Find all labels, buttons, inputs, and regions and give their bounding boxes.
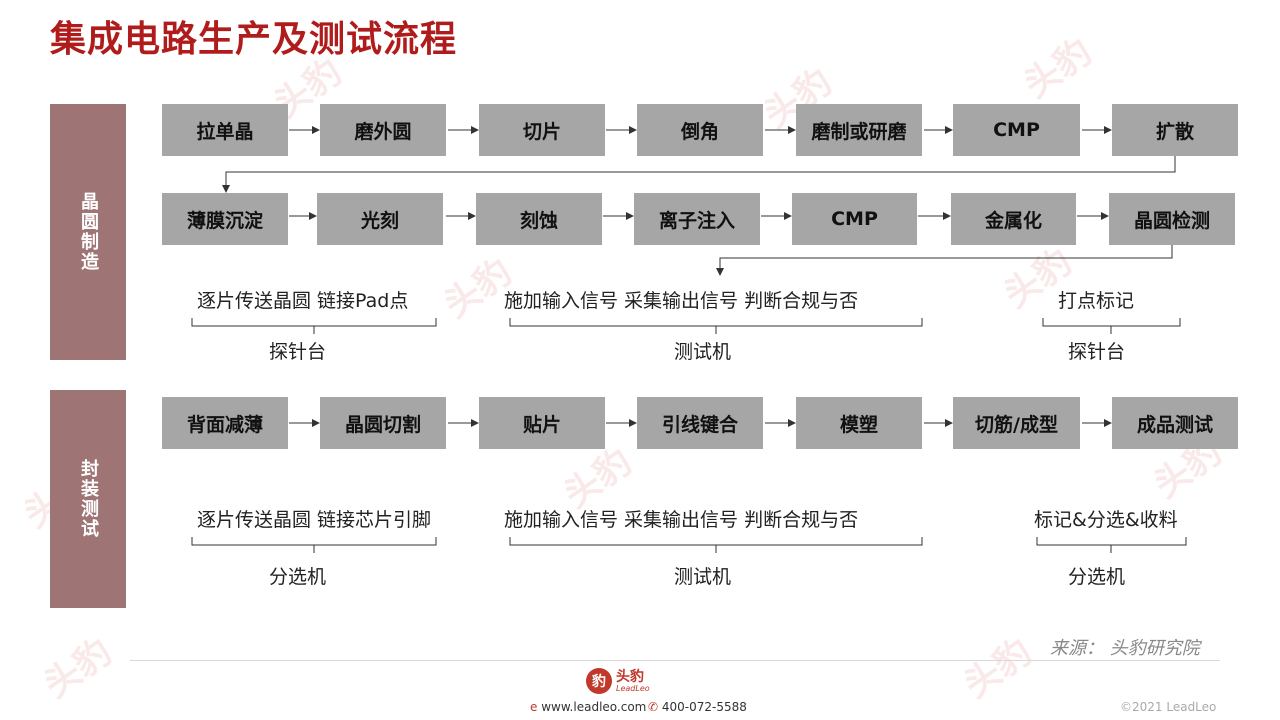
footer-phone: ✆ 400-072-5588 xyxy=(648,700,747,714)
wafer-test-g3-steps: 打点标记 xyxy=(1058,290,1135,312)
wafer-test-g2-machine: 测试机 xyxy=(674,341,732,363)
step-lithography: 光刻 xyxy=(317,193,443,245)
footer-divider xyxy=(130,660,1220,661)
step-cmp: CMP xyxy=(953,104,1080,156)
step-cmp-2: CMP xyxy=(792,193,917,245)
package-test-g2-steps: 施加输入信号 采集输出信号 判断合规与否 xyxy=(504,509,859,531)
step-grind-outer: 磨外圆 xyxy=(320,104,446,156)
phone-icon: ✆ xyxy=(648,700,659,714)
footer-website[interactable]: e www.leadleo.com xyxy=(530,700,646,714)
step-die-attach: 贴片 xyxy=(479,397,605,449)
wafer-test-g2-steps: 施加输入信号 采集输出信号 判断合规与否 xyxy=(504,290,859,312)
package-test-g1-steps: 逐片传送晶圆 链接芯片引脚 xyxy=(197,509,432,531)
step-metallization: 金属化 xyxy=(951,193,1076,245)
leopard-logo-icon: 豹 xyxy=(586,668,612,694)
step-molding: 模塑 xyxy=(796,397,922,449)
footer-logo: 豹 头豹 LeadLeo xyxy=(586,668,650,694)
step-slicing: 切片 xyxy=(479,104,605,156)
step-thin-film: 薄膜沉淀 xyxy=(162,193,288,245)
step-etch: 刻蚀 xyxy=(476,193,602,245)
step-back-thinning: 背面减薄 xyxy=(162,397,288,449)
step-lapping: 磨制或研磨 xyxy=(796,104,922,156)
package-test-g2-machine: 测试机 xyxy=(674,566,732,588)
step-final-test: 成品测试 xyxy=(1112,397,1238,449)
step-wafer-dicing: 晶圆切割 xyxy=(320,397,446,449)
source-note: 来源： 头豹研究院 xyxy=(1050,638,1200,659)
copyright: ©2021 LeadLeo xyxy=(1120,700,1217,714)
step-trim-form: 切筋/成型 xyxy=(953,397,1080,449)
page-title: 集成电路生产及测试流程 xyxy=(50,19,458,60)
package-test-g3-machine: 分选机 xyxy=(1068,566,1126,588)
package-test-g1-machine: 分选机 xyxy=(269,566,327,588)
step-wafer-inspection: 晶圆检测 xyxy=(1109,193,1235,245)
section-label-wafer: 晶圆制造 xyxy=(50,104,126,360)
package-test-g3-steps: 标记&分选&收料 xyxy=(1034,509,1178,531)
step-wire-bonding: 引线键合 xyxy=(637,397,763,449)
step-pull-crystal: 拉单晶 xyxy=(162,104,288,156)
section-label-package: 封装测试 xyxy=(50,390,126,608)
wafer-test-g3-machine: 探针台 xyxy=(1068,341,1126,363)
website-text: www.leadleo.com xyxy=(541,700,647,714)
wafer-test-g1-steps: 逐片传送晶圆 链接Pad点 xyxy=(197,290,409,312)
logo-en: LeadLeo xyxy=(616,683,650,693)
globe-icon: e xyxy=(530,700,538,714)
step-chamfer: 倒角 xyxy=(637,104,763,156)
wafer-test-g1-machine: 探针台 xyxy=(269,341,327,363)
step-diffusion: 扩散 xyxy=(1112,104,1238,156)
logo-cn: 头豹 xyxy=(616,668,644,685)
phone-text: 400-072-5588 xyxy=(661,700,747,714)
step-ion-implant: 离子注入 xyxy=(634,193,760,245)
